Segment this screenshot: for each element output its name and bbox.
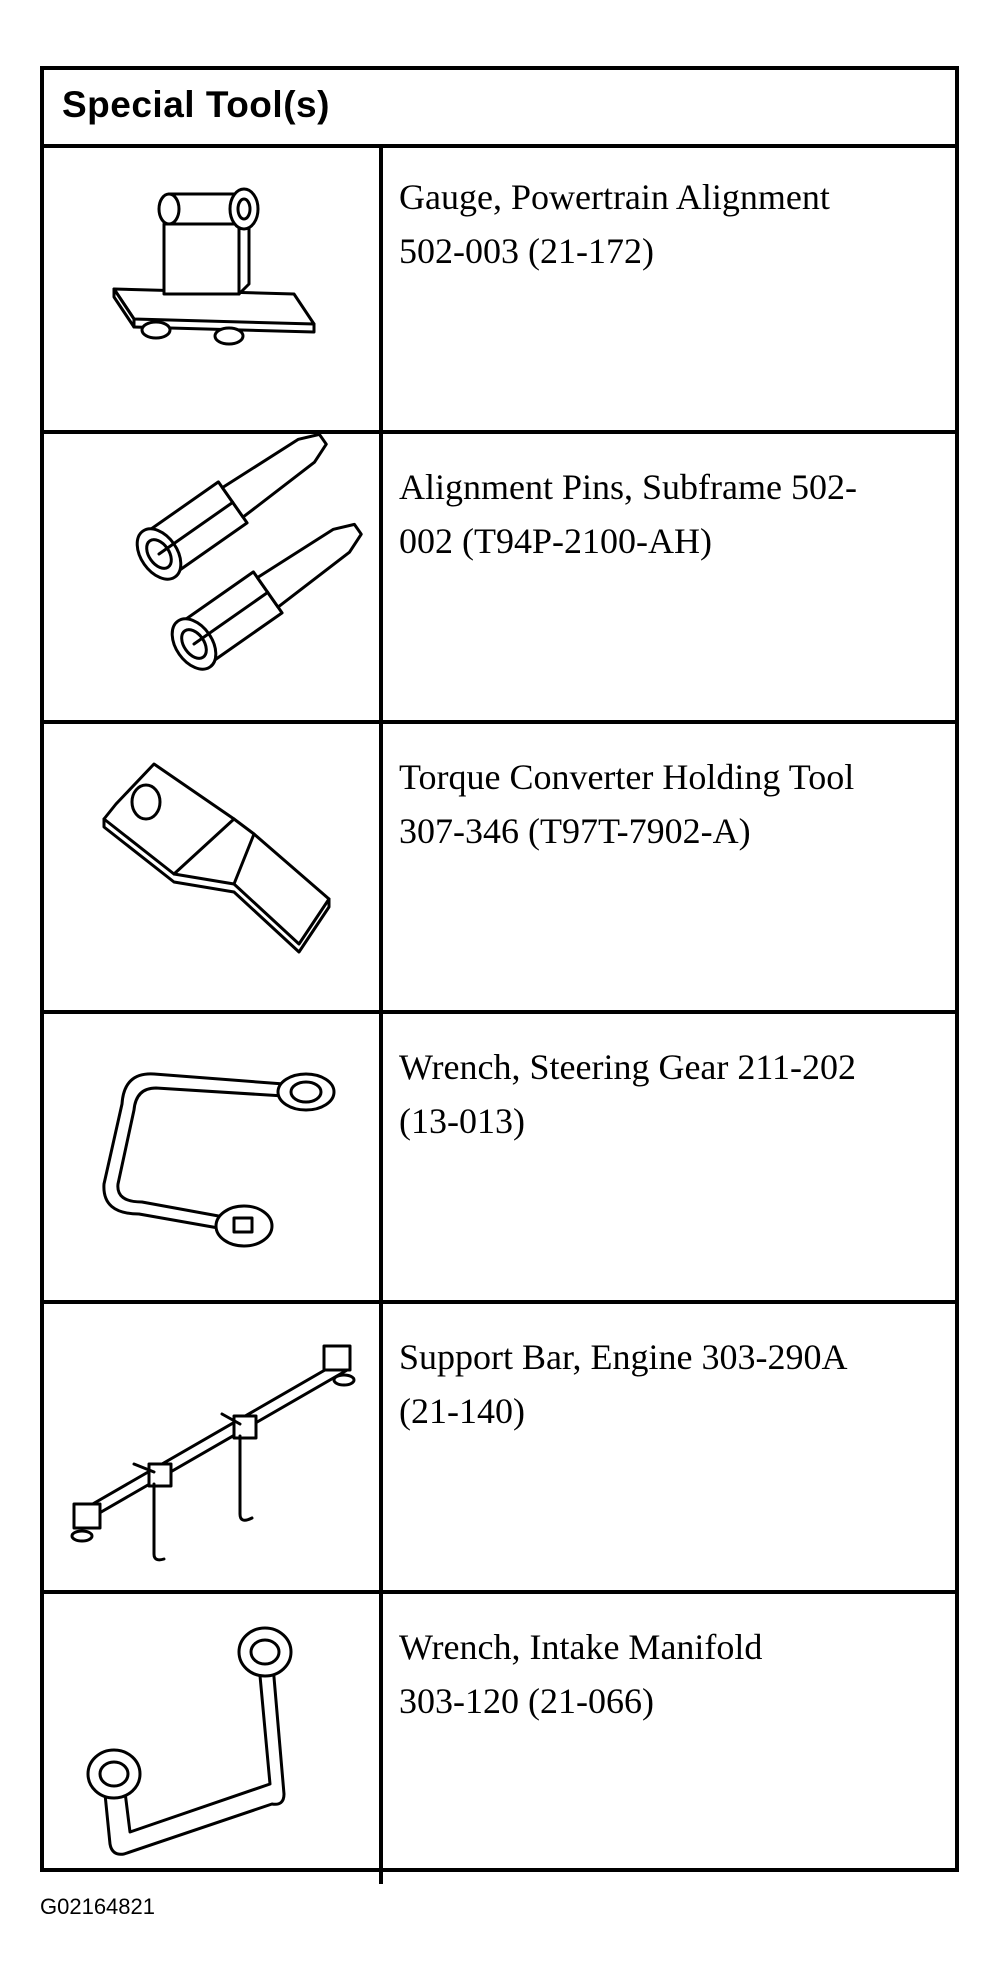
steering-gear-wrench-icon xyxy=(102,1072,336,1248)
figure-id: G02164821 xyxy=(40,1894,155,1919)
tool-name: Wrench, Steering Gear 211-202 xyxy=(399,1047,857,1087)
tool-row-torque-converter: Torque Converter Holding Tool 307-346 (T… xyxy=(44,724,955,1014)
tool-name: Support Bar, Engine 303-290A xyxy=(399,1337,848,1377)
tool-image-cell xyxy=(44,724,383,1010)
tool-part-number: 303-120 (21-066) xyxy=(399,1681,654,1721)
engine-support-bar-icon xyxy=(70,1344,356,1562)
tool-row-steering-gear-wrench: Wrench, Steering Gear 211-202 (13-013) xyxy=(44,1014,955,1304)
tool-image-cell xyxy=(44,144,383,430)
tool-image-cell xyxy=(44,1304,383,1590)
tool-description: Wrench, Steering Gear 211-202 (13-013) xyxy=(399,1040,944,1148)
tool-description: Torque Converter Holding Tool 307-346 (T… xyxy=(399,750,944,858)
table-header: Special Tool(s) xyxy=(44,70,955,148)
tool-name: Alignment Pins, Subframe 502- xyxy=(399,467,857,507)
tool-part-number: 502-003 (21-172) xyxy=(399,231,654,271)
tool-row-gauge: Gauge, Powertrain Alignment 502-003 (21-… xyxy=(44,144,955,434)
special-tools-table: Special Tool(s) Gaug xyxy=(40,66,959,1884)
tool-name: Wrench, Intake Manifold xyxy=(399,1627,763,1667)
tool-name: Gauge, Powertrain Alignment xyxy=(399,177,830,217)
tool-image-cell xyxy=(44,434,383,720)
tool-image-cell xyxy=(44,1014,383,1300)
subframe-alignment-pins-icon xyxy=(135,434,363,671)
tool-part-number: 002 (T94P-2100-AH) xyxy=(399,521,712,561)
tool-row-alignment-pins: Alignment Pins, Subframe 502- 002 (T94P-… xyxy=(44,434,955,724)
tool-part-number: (21-140) xyxy=(399,1391,525,1431)
intake-manifold-wrench-icon xyxy=(86,1626,293,1856)
tool-description: Support Bar, Engine 303-290A (21-140) xyxy=(399,1330,944,1438)
tool-part-number: 307-346 (T97T-7902-A) xyxy=(399,811,751,851)
torque-converter-holding-tool-icon xyxy=(102,762,331,954)
tool-row-intake-manifold-wrench: Wrench, Intake Manifold 303-120 (21-066) xyxy=(44,1594,955,1884)
powertrain-alignment-gauge-icon xyxy=(112,187,316,346)
tool-name: Torque Converter Holding Tool xyxy=(399,757,855,797)
tool-description: Gauge, Powertrain Alignment 502-003 (21-… xyxy=(399,170,944,278)
tool-description: Wrench, Intake Manifold 303-120 (21-066) xyxy=(399,1620,944,1728)
tool-row-engine-support-bar: Support Bar, Engine 303-290A (21-140) xyxy=(44,1304,955,1594)
tool-image-cell xyxy=(44,1594,383,1884)
tool-part-number: (13-013) xyxy=(399,1101,525,1141)
tool-description: Alignment Pins, Subframe 502- 002 (T94P-… xyxy=(399,460,944,568)
table-title: Special Tool(s) xyxy=(62,84,330,125)
